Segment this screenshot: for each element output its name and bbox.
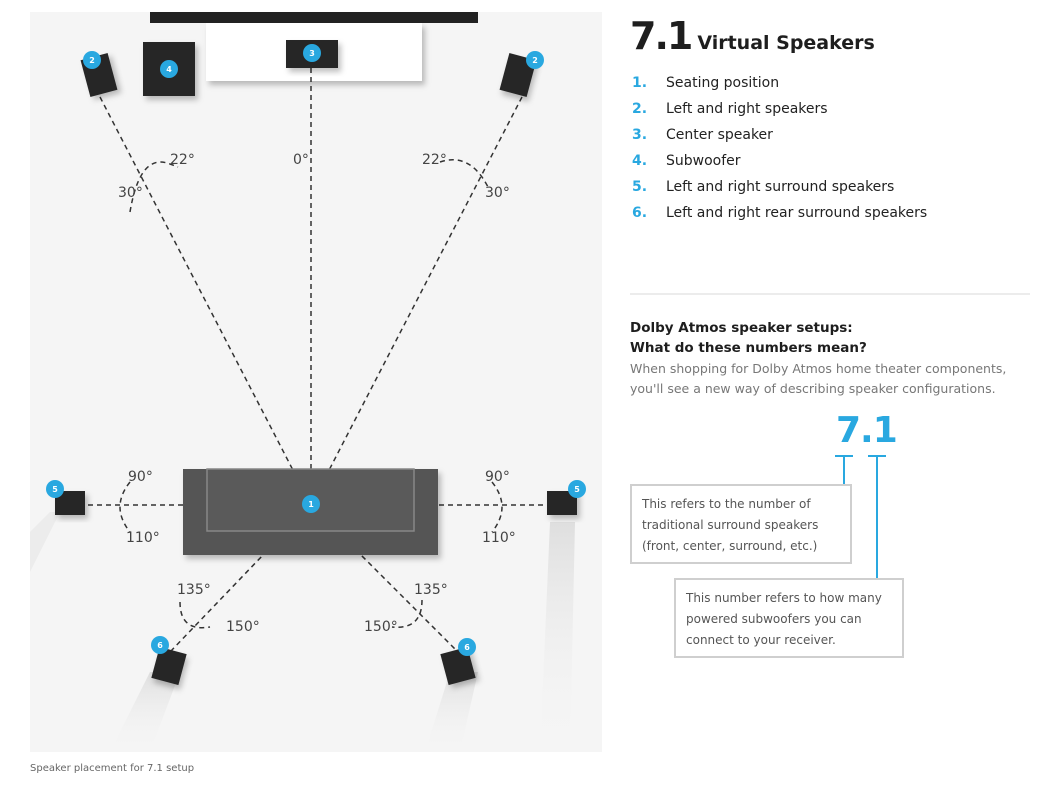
heading-line: What do these numbers mean? bbox=[630, 340, 867, 356]
svg-text:6: 6 bbox=[157, 641, 163, 650]
legend-number: 3. bbox=[632, 127, 648, 143]
config-number: 7.1 bbox=[836, 410, 898, 451]
line-front-left bbox=[99, 96, 312, 506]
diagram-caption: Speaker placement for 7.1 setup bbox=[30, 763, 195, 774]
angle-label: 22° bbox=[422, 152, 447, 168]
legend-number: 1. bbox=[632, 75, 648, 91]
box-line: traditional surround speakers bbox=[642, 518, 819, 532]
svg-text:5: 5 bbox=[52, 485, 58, 494]
angle-label: 135° bbox=[414, 582, 448, 598]
arc-rear-left bbox=[179, 601, 211, 629]
speakers-explanation-box: This refers to the number of traditional… bbox=[630, 484, 852, 564]
angle-label: 150° bbox=[226, 619, 260, 635]
angle-label: 135° bbox=[177, 582, 211, 598]
legend-item: 4. Subwoofer bbox=[632, 148, 927, 174]
shadow-trail bbox=[540, 522, 575, 752]
svg-text:2: 2 bbox=[532, 56, 538, 65]
angle-label: 90° bbox=[485, 469, 510, 485]
svg-text:5: 5 bbox=[574, 485, 580, 494]
svg-text:1: 1 bbox=[308, 500, 314, 509]
badge-surround-right: 5 bbox=[568, 480, 586, 498]
legend-label: Left and right rear surround speakers bbox=[666, 205, 928, 221]
svg-text:4: 4 bbox=[166, 65, 172, 74]
angle-label: 110° bbox=[126, 530, 160, 546]
connector-stem-7 bbox=[843, 455, 845, 485]
legend-number: 6. bbox=[632, 205, 648, 221]
legend-label: Subwoofer bbox=[666, 153, 741, 169]
badge-front-right: 2 bbox=[526, 51, 544, 69]
angle-label: 90° bbox=[128, 469, 153, 485]
legend-number: 4. bbox=[632, 153, 648, 169]
arc-front-right bbox=[439, 159, 489, 188]
rear-right-speaker bbox=[440, 646, 476, 686]
arc-front-left bbox=[129, 161, 179, 213]
intro-line: you'll see a new way of describing speak… bbox=[630, 381, 996, 396]
badge-center: 3 bbox=[303, 44, 321, 62]
box-line: This refers to the number of bbox=[642, 497, 811, 511]
legend-item: 2. Left and right speakers bbox=[632, 96, 927, 122]
shadow-trail bbox=[110, 672, 180, 752]
connector-stem-1 bbox=[876, 455, 878, 579]
box-line: (front, center, surround, etc.) bbox=[642, 539, 818, 553]
legend-item: 1. Seating position bbox=[632, 70, 927, 96]
rear-left-speaker bbox=[151, 646, 187, 686]
intro-line: When shopping for Dolby Atmos home theat… bbox=[630, 361, 1007, 376]
svg-text:6: 6 bbox=[464, 643, 470, 652]
badge-subwoofer: 4 bbox=[160, 60, 178, 78]
legend-label: Center speaker bbox=[666, 127, 773, 143]
box-line: connect to your receiver. bbox=[686, 633, 836, 647]
angle-label: 110° bbox=[482, 530, 516, 546]
svg-text:3: 3 bbox=[309, 49, 315, 58]
legend-label: Left and right speakers bbox=[666, 101, 828, 117]
line-front-right bbox=[310, 96, 523, 506]
legend-label: Seating position bbox=[666, 75, 780, 91]
tv-screen bbox=[150, 12, 478, 23]
title-number: 7.1 bbox=[630, 14, 693, 58]
intro-text: When shopping for Dolby Atmos home theat… bbox=[630, 359, 1030, 399]
legend-label: Left and right surround speakers bbox=[666, 179, 895, 195]
shadow-trail bbox=[425, 672, 478, 752]
section-heading: Dolby Atmos speaker setups: What do thes… bbox=[630, 318, 867, 358]
badge-front-left: 2 bbox=[83, 51, 101, 69]
legend-item: 5. Left and right surround speakers bbox=[632, 174, 927, 200]
title-text: Virtual Speakers bbox=[697, 32, 875, 54]
box-line: powered subwoofers you can bbox=[686, 612, 862, 626]
angle-label: 30° bbox=[485, 185, 510, 201]
angle-label: 22° bbox=[170, 152, 195, 168]
box-line: This number refers to how many bbox=[686, 591, 882, 605]
speaker-placement-diagram: 1 2 2 3 4 5 5 6 6 22° 30° 0° 22° 30° 90°… bbox=[30, 12, 602, 752]
legend-number: 2. bbox=[632, 101, 648, 117]
legend-item: 6. Left and right rear surround speakers bbox=[632, 200, 927, 226]
legend-number: 5. bbox=[632, 179, 648, 195]
badge-surround-left: 5 bbox=[46, 480, 64, 498]
angle-label: 0° bbox=[293, 152, 309, 168]
badge-seating: 1 bbox=[302, 495, 320, 513]
arc-rear-right bbox=[391, 599, 423, 628]
line-rear-left bbox=[169, 504, 312, 653]
subwoofer-explanation-box: This number refers to how many powered s… bbox=[674, 578, 904, 658]
angle-label: 30° bbox=[118, 185, 143, 201]
legend-item: 3. Center speaker bbox=[632, 122, 927, 148]
badge-rear-left: 6 bbox=[151, 636, 169, 654]
badge-rear-right: 6 bbox=[458, 638, 476, 656]
heading-line: Dolby Atmos speaker setups: bbox=[630, 320, 853, 336]
section-divider bbox=[630, 293, 1030, 295]
diagram-canvas: 1 2 2 3 4 5 5 6 6 22° 30° 0° 22° 30° 90°… bbox=[30, 12, 586, 752]
svg-text:2: 2 bbox=[89, 56, 95, 65]
speaker-legend: 1. Seating position 2. Left and right spea… bbox=[632, 70, 927, 226]
arc-surround-left bbox=[119, 481, 131, 533]
arc-surround-right bbox=[491, 481, 503, 533]
shadow-trail bbox=[30, 512, 60, 572]
angle-label: 150° bbox=[364, 619, 398, 635]
line-rear-right bbox=[310, 504, 459, 653]
